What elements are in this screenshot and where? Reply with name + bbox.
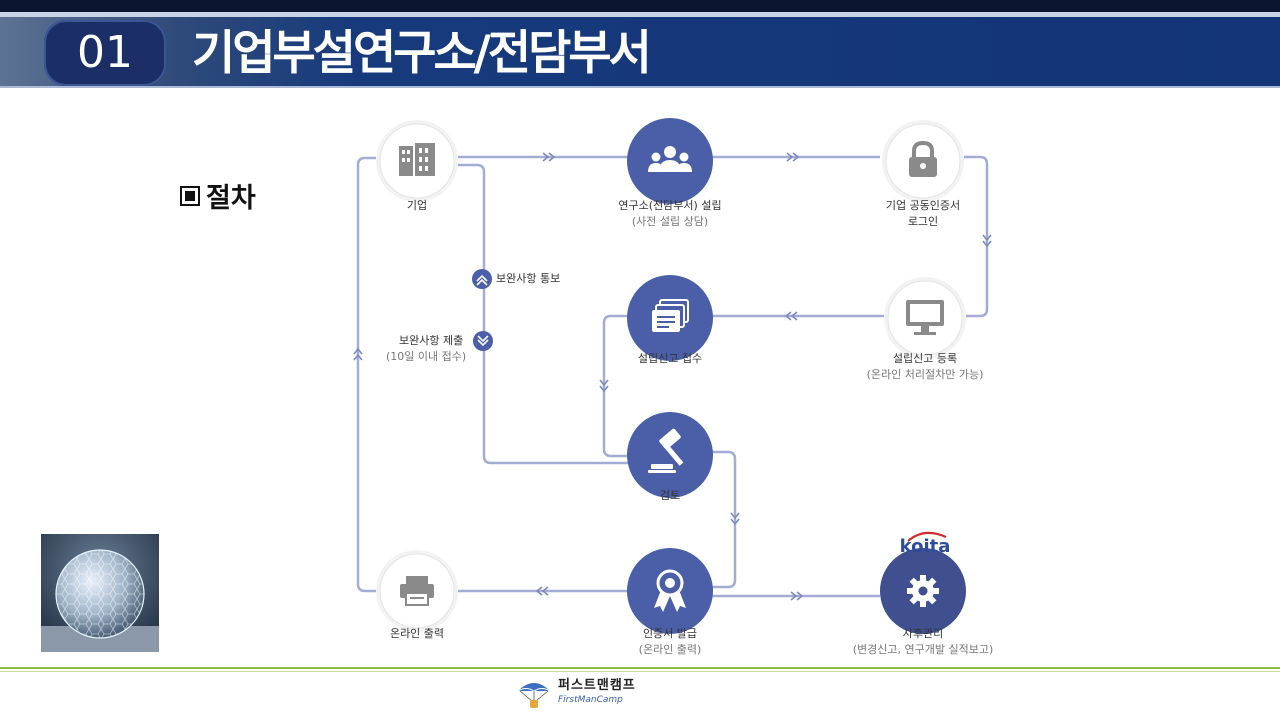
- double-chevron-up-icon: [476, 274, 488, 286]
- chevron-right-icon: [542, 152, 556, 162]
- chevron-left-icon: [784, 311, 798, 321]
- header-top-line: [0, 12, 1280, 17]
- building-icon: [399, 143, 435, 176]
- chevron-right-icon: [786, 152, 800, 162]
- certificate-label: 인증서 발급 (온라인 출력): [638, 627, 702, 656]
- top-strip: [0, 0, 1280, 12]
- chevron-up-icon: [353, 347, 363, 361]
- printer-icon: [400, 576, 434, 606]
- supplement-notice-label: 보완사항 통보: [496, 272, 561, 285]
- supplement-down-badge: [473, 331, 493, 351]
- brand-logo: 퍼스트맨캠프 FirstManCamp: [514, 676, 636, 710]
- gear-icon: [907, 575, 939, 607]
- header-bar: [0, 12, 1280, 88]
- connector-login-register: [964, 155, 989, 318]
- koita-logo: koita: [900, 531, 951, 557]
- chevron-left-icon: [535, 586, 549, 596]
- section-heading: 절차: [180, 176, 256, 215]
- brand-name-en: FirstManCamp: [558, 695, 623, 705]
- aftercare-label: 사후관리 (변경신고, 연구개발 실적보고): [852, 627, 994, 656]
- header-bottom-line: [0, 86, 1280, 88]
- svg-text:koita: koita: [900, 536, 951, 557]
- establish-label: 연구소(전담부서) 설립 (사전 설립 상담): [618, 199, 722, 228]
- parachute-icon: [517, 683, 551, 708]
- chevron-right-icon: [790, 591, 804, 601]
- award-icon: [654, 569, 686, 612]
- section-heading-label: 절차: [206, 183, 256, 214]
- supplement-submit-label: 보완사항 제출 (10일 이내 접수): [386, 334, 467, 363]
- chevron-down-icon: [599, 379, 609, 393]
- node-establish: [627, 118, 713, 204]
- node-certificate: [627, 548, 713, 634]
- node-company: [376, 120, 458, 202]
- connector-review-certificate: [712, 450, 737, 589]
- node-login: [882, 120, 964, 202]
- connector-review-company: [458, 163, 628, 465]
- square-bullet-icon: [180, 185, 200, 206]
- node-review: [627, 412, 713, 498]
- footer-line: [0, 667, 1280, 669]
- page-title: 기업부설연구소/전담부서: [192, 26, 652, 81]
- receive-label: 설립신고 접수: [637, 352, 703, 365]
- connector-print-company: [356, 156, 376, 593]
- double-chevron-down-icon: [477, 335, 489, 347]
- section-number-badge: 01: [44, 20, 166, 86]
- review-label: 검토: [659, 489, 681, 502]
- supplement-up-badge: [472, 269, 492, 289]
- node-receive: [627, 275, 713, 361]
- gavel-icon: [648, 428, 684, 473]
- chevron-down-icon: [730, 512, 740, 526]
- people-icon: [648, 146, 692, 172]
- print-label: 온라인 출력: [389, 627, 445, 640]
- footer-line-thin: [0, 671, 1280, 672]
- documents-icon: [652, 299, 689, 332]
- register-label: 설립신고 등록 (온라인 처리절차만 가능): [866, 352, 984, 381]
- company-label: 기업: [406, 199, 428, 212]
- chevron-down-icon: [982, 234, 992, 248]
- node-register: [884, 277, 966, 359]
- brand-name-ko: 퍼스트맨캠프: [558, 678, 636, 693]
- monitor-icon: [906, 300, 944, 335]
- node-print: [376, 550, 458, 632]
- glass-sphere-image: [41, 534, 159, 652]
- node-aftercare: [880, 548, 966, 634]
- lock-icon: [909, 140, 937, 177]
- login-label: 기업 공동인증서 로그인: [885, 199, 961, 228]
